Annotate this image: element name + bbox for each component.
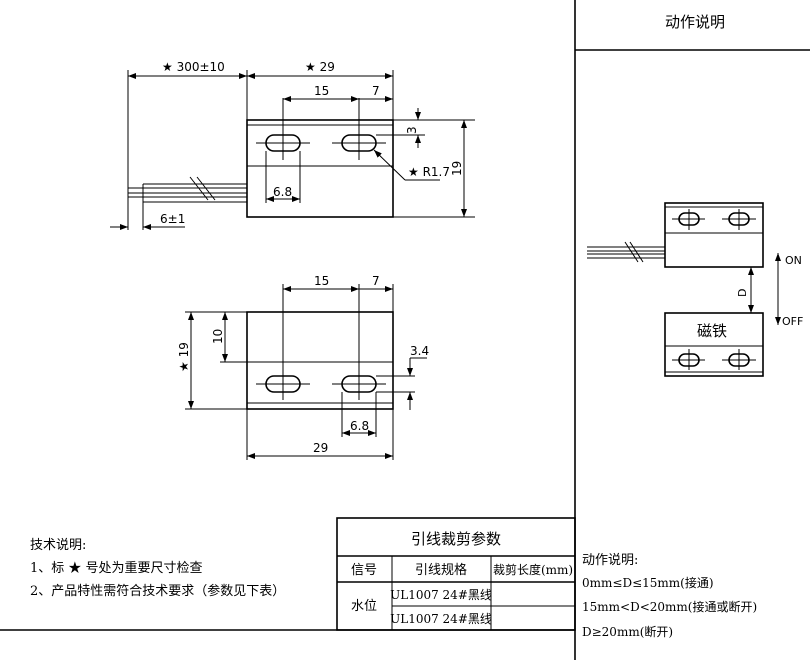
action-note: 0mm≤D≤15mm(接通) bbox=[582, 575, 714, 590]
dim-strip: 6±1 bbox=[160, 212, 185, 226]
slot-hole bbox=[256, 284, 310, 400]
reed-switch bbox=[587, 202, 764, 268]
dim-lead-length: ★ 300±10 bbox=[162, 60, 225, 74]
dim-hole-edge: 7 bbox=[372, 274, 380, 288]
tech-note: 2、产品特性需符合技术要求（参数见下表） bbox=[30, 583, 285, 599]
action-panel-title: 动作说明 bbox=[665, 13, 725, 31]
dim-hole-offset: 3 bbox=[405, 126, 419, 134]
table-header: 引线规格 bbox=[415, 562, 467, 578]
bottom-view: 15 7 ★ 19 10 3.4 6.8 29 bbox=[177, 274, 429, 460]
table-cell-spec: UL1007 24#黑线 bbox=[390, 612, 492, 626]
magnet-label: 磁铁 bbox=[697, 322, 727, 340]
lead-table: 引线裁剪参数 信号 引线规格 裁剪长度(mm) 水位 UL1007 24#黑线 … bbox=[336, 517, 576, 631]
dim-height: ★ 19 bbox=[177, 342, 191, 372]
dim-length: 29 bbox=[313, 441, 328, 455]
on-label: ON bbox=[785, 254, 802, 267]
table-cell-spec: UL1007 24#黑线 bbox=[390, 588, 492, 602]
off-label: OFF bbox=[782, 315, 803, 328]
slot-hole bbox=[332, 284, 386, 400]
gap-label: D bbox=[736, 289, 749, 297]
tech-notes-title: 技术说明: bbox=[30, 538, 86, 553]
dim-hole-edge: 7 bbox=[372, 84, 380, 98]
dim-radius: ★ R1.7 bbox=[408, 165, 450, 179]
dim-length: ★ 29 bbox=[305, 60, 335, 74]
dim-slot-width: 6.8 bbox=[273, 185, 292, 199]
dim-slot-width: 6.8 bbox=[350, 419, 369, 433]
slot-hole bbox=[256, 98, 310, 160]
slot-hole bbox=[332, 98, 386, 160]
dim-hole-pitch: 15 bbox=[314, 274, 329, 288]
table-header: 信号 bbox=[351, 563, 377, 578]
magnet: 磁铁 bbox=[664, 312, 764, 377]
table-cell-signal: 水位 bbox=[351, 599, 377, 614]
lead-wires bbox=[127, 70, 247, 230]
dim-hole-pitch: 15 bbox=[314, 84, 329, 98]
dim-slot-height: 3.4 bbox=[410, 344, 429, 358]
table-header: 裁剪长度(mm) bbox=[493, 562, 573, 577]
action-notes-title: 动作说明: bbox=[582, 553, 638, 568]
table-title: 引线裁剪参数 bbox=[411, 530, 501, 548]
top-view: ★ 300±10 ★ 29 15 7 3 19 ★ R1.7 6.8 6±1 bbox=[110, 60, 475, 230]
action-note: D≥20mm(断开) bbox=[582, 624, 673, 639]
action-notes: 动作说明: 0mm≤D≤15mm(接通) 15mm<D<20mm(接通或断开) … bbox=[582, 553, 757, 639]
dim-step: 10 bbox=[211, 329, 225, 344]
action-note: 15mm<D<20mm(接通或断开) bbox=[582, 599, 757, 614]
tech-notes: 技术说明: 1、标 ★ 号处为重要尺寸检查 2、产品特性需符合技术要求（参数见下… bbox=[30, 538, 285, 599]
action-diagram: 磁铁 D ON OFF bbox=[587, 202, 803, 377]
dim-height: 19 bbox=[450, 161, 464, 176]
tech-note: 1、标 ★ 号处为重要尺寸检查 bbox=[30, 560, 203, 576]
